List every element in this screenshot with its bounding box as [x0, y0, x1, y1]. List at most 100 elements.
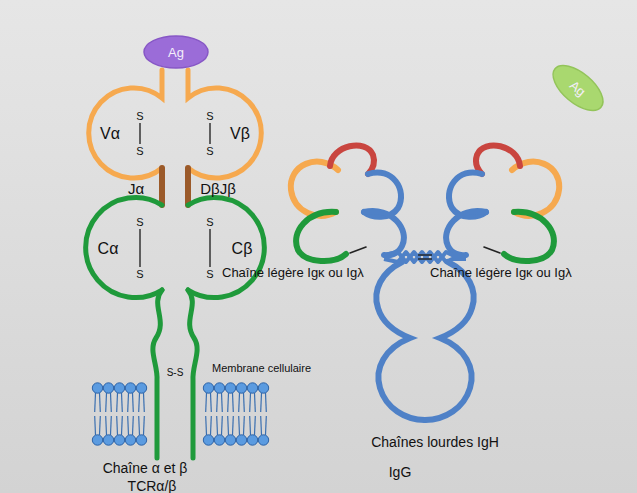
c-alpha-domain [86, 198, 162, 298]
lipid-tail [254, 393, 256, 412]
igg-left-arm [291, 145, 425, 420]
segment-label: DβJβ [200, 181, 236, 196]
disulfide-bond [139, 123, 141, 144]
lipid-tail [232, 393, 234, 412]
sulfur-label: S [206, 269, 213, 280]
lipid-head [103, 435, 113, 445]
lipid-tail [205, 393, 207, 412]
lipid-tail [99, 393, 101, 412]
lipid-head [136, 435, 146, 445]
lipid-head [136, 383, 146, 393]
lipid-head [247, 383, 257, 393]
lipid-tail [127, 393, 129, 412]
lipid-head [125, 435, 135, 445]
hinge-disulfide [418, 254, 432, 255]
lipid-tail [110, 416, 112, 435]
chain-label: Chaîne légère Igκ ou Igλ [222, 266, 364, 279]
hinge-chain [398, 260, 402, 264]
lipid-head [258, 435, 268, 445]
lipid-tail [249, 393, 251, 412]
lipid-head [214, 435, 224, 445]
lipid-tail [116, 416, 118, 435]
disulfide-bond [139, 229, 141, 267]
lipid-head [92, 383, 102, 393]
lipid-tail [116, 393, 118, 412]
antigen-ellipse: Ag [143, 35, 209, 69]
lipid-tail [94, 393, 96, 412]
lipid-head [203, 383, 213, 393]
c-beta-domain [188, 198, 264, 298]
lipid-head [236, 435, 246, 445]
membrane-label: Membrane cellulaire [212, 363, 311, 374]
segment-label: Jα [128, 181, 144, 196]
antigen-label: Ag [168, 45, 184, 60]
lipid-tail [221, 393, 223, 412]
lipid-head [214, 383, 224, 393]
sulfur-label: S [136, 217, 143, 228]
lipid-head [103, 383, 113, 393]
lipid-head [225, 435, 235, 445]
lipid-tail [227, 393, 229, 412]
lipid-head [236, 383, 246, 393]
lipid-tail [260, 416, 262, 435]
sulfur-label: S [136, 146, 143, 157]
lipid-tail [132, 416, 134, 435]
disulfide-bond [209, 123, 211, 144]
lipid-tail [143, 393, 145, 412]
domain-label: Vβ [230, 126, 250, 142]
lipid-head [125, 383, 135, 393]
antibody-label: IgG [389, 465, 412, 479]
lipid-bilayer [92, 383, 268, 445]
lipid-tail [265, 393, 267, 412]
chain-label: Chaîne α et β [103, 461, 188, 475]
hinge-disulfide [418, 258, 432, 259]
beta-transmembrane [188, 290, 197, 458]
lipid-tail [138, 393, 140, 412]
lipid-tail [210, 393, 212, 412]
lipid-tail [121, 416, 123, 435]
hinge-chain [448, 260, 452, 264]
lipid-tail [260, 393, 262, 412]
lipid-tail [216, 416, 218, 435]
lipid-head [247, 435, 257, 445]
lipid-tail [232, 416, 234, 435]
chain-label: Chaînes lourdes IgH [371, 435, 499, 449]
sulfur-label: S [206, 217, 213, 228]
sulfur-label: S [136, 111, 143, 122]
lipid-tail [243, 416, 245, 435]
antigen-shape [144, 36, 208, 68]
disulfide-label: S-S [167, 368, 184, 378]
lipid-tail [210, 416, 212, 435]
lipid-head [203, 435, 213, 445]
j-alpha-segment [159, 168, 165, 205]
lipid-head [258, 383, 268, 393]
domain-label: Cα [98, 241, 119, 257]
chain-label: Chaîne légère Igκ ou Igλ [430, 266, 572, 279]
lipid-tail [221, 416, 223, 435]
lipid-tail [243, 393, 245, 412]
lipid-tail [143, 416, 145, 435]
lipid-head [92, 435, 102, 445]
sulfur-label: S [206, 146, 213, 157]
domain-label: Cβ [232, 241, 253, 257]
lipid-tail [238, 416, 240, 435]
lipid-tail [265, 416, 267, 435]
sulfur-label: S [136, 269, 143, 280]
lipid-tail [254, 416, 256, 435]
lipid-tail [227, 416, 229, 435]
domain-label: Vα [100, 126, 120, 142]
lipid-tail [132, 393, 134, 412]
lipid-tail [105, 393, 107, 412]
v-alpha-domain [89, 70, 162, 178]
lipid-tail [94, 416, 96, 435]
lipid-tail [238, 393, 240, 412]
disulfide-bond [209, 229, 211, 267]
sulfur-label: S [206, 111, 213, 122]
lipid-tail [105, 416, 107, 435]
lipid-head [114, 435, 124, 445]
dj-beta-segment [185, 168, 191, 205]
lipid-tail [110, 393, 112, 412]
